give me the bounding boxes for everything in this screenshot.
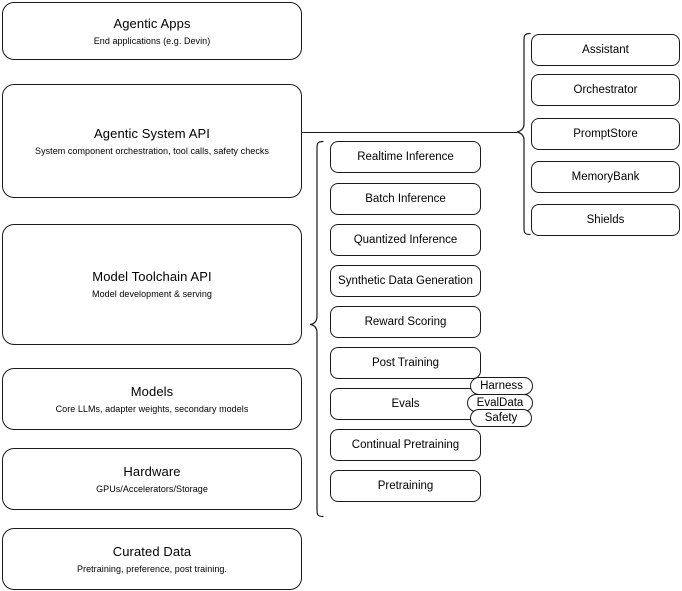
layer-title: Model Toolchain API xyxy=(92,269,212,284)
item-label: Pretraining xyxy=(377,480,434,492)
item-label: Shields xyxy=(586,214,625,226)
agentic-item-assistant[interactable]: Assistant xyxy=(531,34,680,66)
layer-title: Agentic System API xyxy=(94,125,210,141)
toolchain-item-batch-inference[interactable]: Batch Inference xyxy=(330,183,481,215)
item-label: Evals xyxy=(391,398,420,410)
layer-agentic-apps[interactable]: Agentic Apps End applications (e.g. Devi… xyxy=(2,2,302,60)
layer-title: Hardware xyxy=(123,463,181,479)
toolchain-item-pretraining[interactable]: Pretraining xyxy=(330,470,481,502)
layer-agentic-system-api[interactable]: Agentic System API System component orch… xyxy=(2,84,302,198)
item-label: Realtime Inference xyxy=(357,151,454,163)
layer-title: Agentic Apps xyxy=(113,15,191,31)
pill-label: EvalData xyxy=(476,396,524,409)
brace-model-toolchain xyxy=(308,140,324,518)
layer-curated-data[interactable]: Curated Data Pretraining, preference, po… xyxy=(2,528,302,590)
item-label: Batch Inference xyxy=(365,193,446,205)
toolchain-item-continual-pretraining[interactable]: Continual Pretraining xyxy=(330,429,481,461)
brace-agentic-system xyxy=(515,32,531,236)
layer-title: Models xyxy=(130,383,174,399)
toolchain-item-reward-scoring[interactable]: Reward Scoring xyxy=(330,306,481,338)
layer-model-toolchain-api[interactable]: Model Toolchain API Model development & … xyxy=(2,224,302,345)
toolchain-item-synthetic-data-generation[interactable]: Synthetic Data Generation xyxy=(330,265,481,297)
connector-line-agentic-system xyxy=(302,132,517,133)
layer-subtitle: Core LLMs, adapter weights, secondary mo… xyxy=(55,403,249,414)
layer-title: Curated Data xyxy=(112,543,192,559)
agentic-item-memorybank[interactable]: MemoryBank xyxy=(531,161,680,193)
agentic-item-shields[interactable]: Shields xyxy=(531,204,680,236)
pill-label: Harness xyxy=(480,379,523,392)
item-label: MemoryBank xyxy=(571,171,640,183)
item-label: Reward Scoring xyxy=(364,316,447,328)
evals-pill-harness[interactable]: Harness xyxy=(470,377,533,395)
layer-subtitle: Model development & serving xyxy=(92,289,212,299)
item-label: Continual Pretraining xyxy=(351,439,460,451)
layer-subtitle: GPUs/Accelerators/Storage xyxy=(96,483,208,494)
toolchain-item-post-training[interactable]: Post Training xyxy=(330,347,481,379)
toolchain-item-evals[interactable]: Evals xyxy=(330,388,481,420)
layer-models[interactable]: Models Core LLMs, adapter weights, secon… xyxy=(2,368,302,430)
layer-subtitle: End applications (e.g. Devin) xyxy=(93,35,211,46)
item-label: Post Training xyxy=(371,357,440,369)
pill-label: Safety xyxy=(484,411,518,424)
toolchain-item-quantized-inference[interactable]: Quantized Inference xyxy=(330,224,481,256)
item-label: Synthetic Data Generation xyxy=(338,275,473,287)
agentic-item-orchestrator[interactable]: Orchestrator xyxy=(531,74,680,106)
evals-pill-safety[interactable]: Safety xyxy=(470,409,532,427)
agentic-item-promptstore[interactable]: PromptStore xyxy=(531,118,680,150)
layer-subtitle: System component orchestration, tool cal… xyxy=(35,145,269,156)
toolchain-item-realtime-inference[interactable]: Realtime Inference xyxy=(330,141,481,173)
layer-subtitle: Pretraining, preference, post training. xyxy=(76,563,228,574)
layer-hardware[interactable]: Hardware GPUs/Accelerators/Storage xyxy=(2,448,302,510)
item-label: Orchestrator xyxy=(573,84,638,96)
item-label: PromptStore xyxy=(573,128,638,140)
item-label: Assistant xyxy=(582,44,629,56)
item-label: Quantized Inference xyxy=(353,234,458,246)
